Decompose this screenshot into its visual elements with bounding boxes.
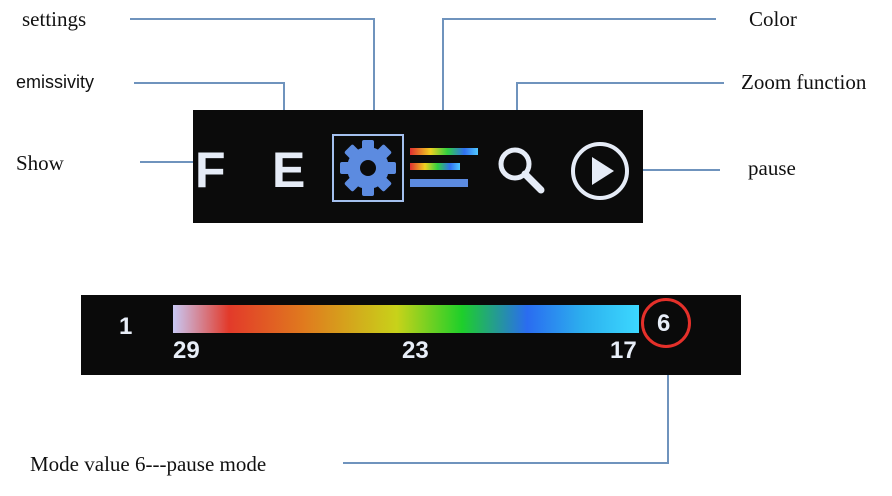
- magnifier-icon[interactable]: [495, 144, 547, 196]
- label-pause: pause: [748, 156, 796, 180]
- toolbar-panel: F E: [193, 110, 643, 223]
- label-color: Color: [749, 7, 797, 31]
- scale-max-value: 29: [173, 337, 200, 364]
- gear-icon[interactable]: [332, 134, 404, 202]
- color-scale-panel: 1 29 23 17 6: [81, 295, 741, 375]
- label-mode: Mode value 6---pause mode: [30, 452, 267, 476]
- label-show: Show: [16, 151, 64, 175]
- mode-highlight-circle: [641, 298, 691, 348]
- leader-line-mode: [343, 347, 669, 464]
- scale-min-value: 17: [610, 337, 637, 364]
- scale-left-index: 1: [119, 313, 133, 340]
- color-palette-icon[interactable]: [408, 146, 480, 192]
- play-icon[interactable]: [569, 140, 631, 202]
- label-settings: settings: [22, 7, 87, 31]
- label-zoom: Zoom function: [741, 70, 867, 94]
- scale-mid-value: 23: [402, 337, 429, 364]
- label-emissivity: emissivity: [16, 72, 95, 92]
- leader-line-color: [442, 18, 716, 127]
- emissivity-button[interactable]: E: [272, 142, 306, 198]
- show-button[interactable]: F: [195, 142, 226, 198]
- color-gradient-bar: [173, 305, 639, 333]
- leader-line-settings: [130, 18, 375, 127]
